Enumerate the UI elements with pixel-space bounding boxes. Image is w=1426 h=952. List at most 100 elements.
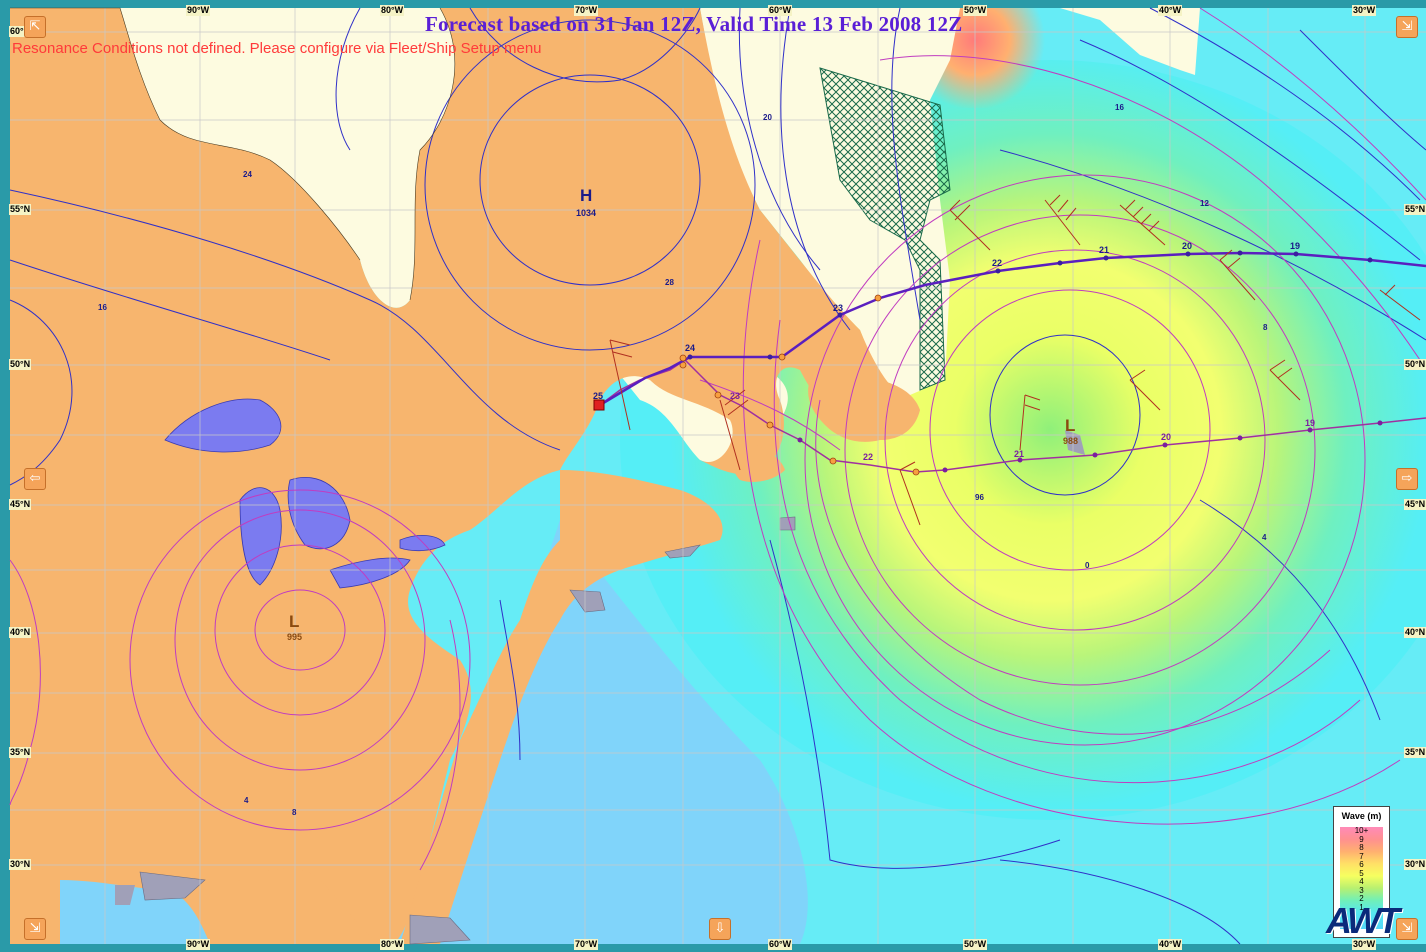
lon-label: 30°W (1352, 5, 1377, 16)
lat-label: 50°N (9, 359, 32, 370)
newfoundland (808, 368, 920, 442)
forecast-title: Forecast based on 31 Jan 12Z, Valid Time… (425, 12, 963, 36)
lon-label: 60°W (768, 5, 793, 16)
lon-label: 90°W (186, 5, 211, 16)
svg-text:20: 20 (763, 113, 772, 122)
lon-label: 50°W (963, 5, 988, 16)
legend-value: 5 (1359, 868, 1364, 878)
lat-label: 45°N (1404, 499, 1426, 510)
legend-title: Wave (m) (1341, 811, 1382, 821)
legend-value: 3 (1359, 885, 1364, 895)
alt-route-waypoints (797, 420, 1383, 473)
high-pressure-symbol: H (580, 186, 593, 205)
shoal (664, 544, 701, 559)
lon-label: 30°W (1352, 939, 1377, 950)
lon-label: 70°W (574, 939, 599, 950)
svg-text:16: 16 (98, 303, 107, 312)
low-pressure-symbol: L (289, 612, 300, 631)
low-pressure-value: 988 (1063, 436, 1079, 446)
lat-label: 40°N (1404, 627, 1426, 638)
alt-route-day-label: 21 (1014, 449, 1025, 459)
lat-label: 45°N (9, 499, 32, 510)
shoal (115, 885, 135, 905)
low-pressure-value: 995 (287, 632, 303, 642)
pan-down-arrow-icon[interactable]: ⇩ (709, 918, 731, 940)
shoal (1065, 430, 1085, 455)
ice-north (120, 8, 1200, 75)
alt-route-day-label: 19 (1305, 418, 1316, 428)
lat-label: 55°N (9, 204, 32, 215)
lon-label: 70°W (574, 5, 599, 16)
lake-ontario (399, 535, 446, 552)
alt-route-orange-points (679, 361, 920, 476)
svg-text:16: 16 (1115, 103, 1124, 112)
legend-value: 1 (1359, 902, 1364, 912)
start-port-marker[interactable] (593, 399, 605, 411)
east-coast-land (400, 470, 723, 944)
route-day-label: 21 (1099, 245, 1110, 255)
legend-color-scale (1340, 827, 1383, 929)
lon-label: 50°W (963, 939, 988, 950)
lat-label: 55°N (1404, 204, 1426, 215)
route-day-label: 22 (992, 258, 1003, 268)
route-day-label: 19 (1290, 241, 1301, 251)
lon-label: 40°W (1158, 5, 1183, 16)
shoal (569, 589, 606, 613)
nova-scotia (732, 440, 785, 482)
lat-label: 40°N (9, 627, 32, 638)
wind-barbs (609, 194, 1421, 526)
map-corner-button-icon[interactable]: ⇲ (1396, 16, 1418, 38)
shoal (779, 516, 796, 531)
lat-label: 35°N (1404, 747, 1426, 758)
alt-route-day-label: 22 (863, 452, 874, 462)
legend-value: 7 (1359, 851, 1364, 861)
lon-label: 80°W (380, 939, 405, 950)
zoom-corner-icon[interactable]: ⇲ (24, 918, 46, 940)
pan-right-arrow-icon[interactable]: ⇨ (1396, 468, 1418, 490)
coastlines (10, 7, 456, 301)
coastal-waters (380, 520, 808, 944)
zoom-corner-icon[interactable]: ⇲ (1396, 918, 1418, 940)
svg-text:8: 8 (292, 808, 297, 817)
lon-label: 90°W (186, 939, 211, 950)
lake-superior (164, 398, 282, 453)
svg-text:96: 96 (975, 493, 984, 502)
north-america-land (10, 8, 920, 944)
lake-huron (287, 477, 351, 550)
pan-left-arrow-icon[interactable]: ⇦ (24, 468, 46, 490)
legend-value: 2 (1359, 894, 1364, 903)
shoal (139, 871, 206, 901)
lat-label: 50°N (1404, 359, 1426, 370)
legend-values: 10+ 9 8 7 6 5 4 3 2 1 (1334, 826, 1389, 912)
legend-value: 6 (1359, 860, 1364, 869)
legend-value: 4 (1359, 877, 1364, 886)
hudson-bay-ice (120, 8, 455, 308)
legend-value: 10+ (1354, 826, 1369, 835)
svg-text:28: 28 (665, 278, 674, 287)
route-day-label: 24 (685, 343, 696, 353)
alt-route-day-label: 20 (1161, 432, 1172, 442)
resonance-warning: Resonance Conditions not defined. Please… (12, 40, 542, 57)
lat-label: 30°N (9, 859, 32, 870)
map-corner-button-icon[interactable]: ⇱ (24, 16, 46, 38)
wave-isolines (9, 7, 1426, 871)
shoal (409, 914, 471, 945)
svg-text:0: 0 (1085, 561, 1090, 570)
svg-text:12: 12 (1200, 199, 1209, 208)
svg-text:4: 4 (1262, 533, 1267, 542)
lon-label: 80°W (380, 5, 405, 16)
ice-hazard-zone (819, 67, 951, 391)
isoline-value-labels: 16 12 8 4 0 96 28 24 20 16 4 8 (98, 103, 1268, 817)
svg-text:8: 8 (1263, 323, 1268, 332)
lon-label: 60°W (768, 939, 793, 950)
svg-text:24: 24 (243, 170, 252, 179)
lon-label: 40°W (1158, 939, 1183, 950)
route-day-label: 20 (1182, 241, 1193, 251)
lat-label: 60°N (9, 26, 32, 37)
main-route[interactable] (599, 251, 1426, 407)
legend-value: 9 (1359, 834, 1364, 844)
svg-text:4: 4 (244, 796, 249, 805)
high-pressure-value: 1034 (576, 208, 597, 218)
low-pressure-symbol: L (1065, 416, 1076, 435)
